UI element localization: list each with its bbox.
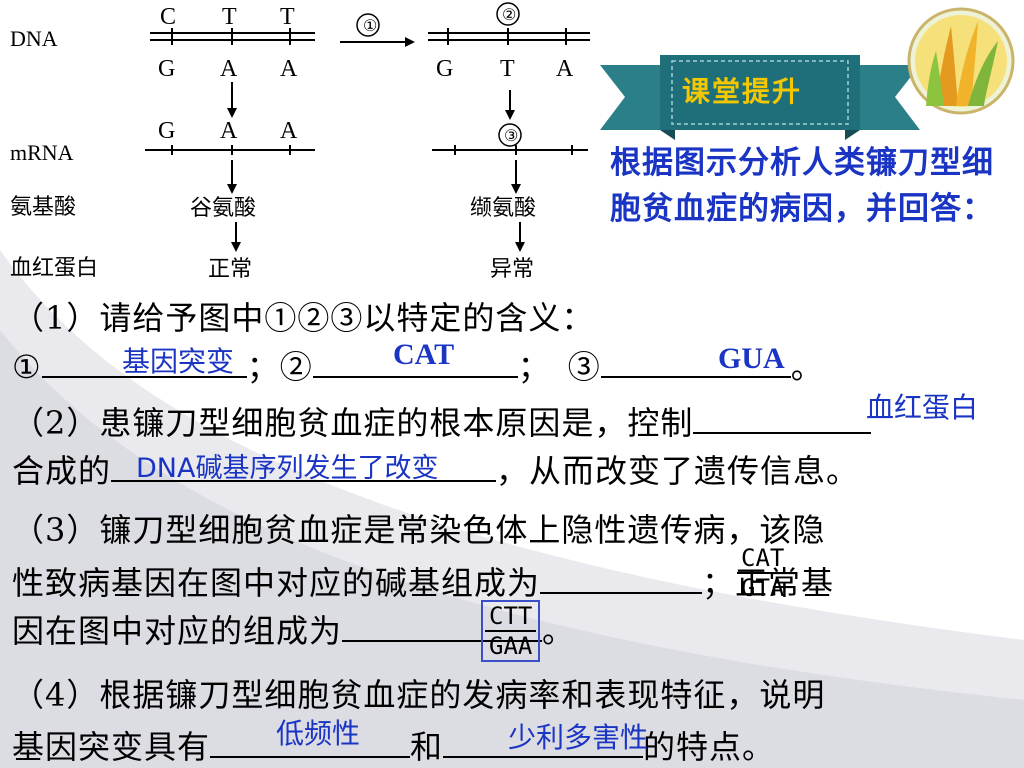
grass-logo-icon [907, 7, 1015, 115]
left-mrna-2: A [220, 118, 238, 144]
left-dna-bottom-2: A [220, 56, 238, 82]
q4-text-4: 的特点。 [643, 728, 776, 766]
q4-blank-2[interactable] [443, 722, 644, 758]
q2-line-1: （2）患镰刀型细胞贫血症的根本原因是，控制 [12, 398, 872, 443]
q4-line-2: 基因突变具有 和 的特点。 [12, 722, 775, 767]
q1-marker-2: ；② [246, 348, 313, 386]
q1-blank-3[interactable] [600, 342, 791, 378]
q1-answers-line: ① ；② ； ③ 。 [12, 342, 824, 387]
q2-text-1: （2）患镰刀型细胞贫血症的根本原因是，控制 [12, 404, 694, 442]
q2-blank-2[interactable] [111, 446, 497, 482]
step-marker-1: ① [363, 18, 377, 35]
q4-answer-1: 低频性 [276, 717, 361, 750]
q3-line-3: 因在图中对应的组成为 。 [12, 606, 575, 651]
q1-prompt: （1）请给予图中①②③以特定的含义： [12, 299, 595, 337]
q2-line-2: 合成的 ，从而改变了遗传信息。 [12, 446, 859, 491]
right-dna-bottom-3: A [556, 56, 574, 82]
left-dna [150, 28, 315, 45]
q3-line-1: （3）镰刀型细胞贫血症是常染色体上隐性遗传病，该隐 [12, 511, 826, 549]
q1-answer-1: 基因突变 [122, 345, 235, 378]
q2-text-3: ，从而改变了遗传信息。 [496, 452, 860, 490]
left-dna-bottom-3: A [280, 56, 298, 82]
q4-text-2: 基因突变具有 [12, 728, 211, 766]
q1-marker-3: ； ③ [517, 348, 601, 386]
q3-blank-1[interactable] [540, 558, 703, 594]
left-dna-bottom-1: G [158, 56, 175, 82]
q3-text-4: 因在图中对应的组成为 [12, 612, 343, 650]
q4-answer-2: 少利多害性 [508, 721, 649, 754]
left-dna-top-3: T [280, 4, 295, 30]
label-mrna: mRNA [10, 140, 74, 165]
label-dna: DNA [10, 26, 58, 51]
marker-2: ② [502, 7, 516, 24]
left-mrna-3: A [280, 118, 298, 144]
right-protein: 异常 [490, 257, 534, 282]
q3-answer-1-top: CAT [737, 544, 789, 574]
banner-ribbon [600, 55, 920, 140]
q1-answer-3: GUA [718, 342, 785, 375]
right-amino-acid: 缬氨酸 [470, 196, 536, 221]
q3-text-2: 性致病基因在图中对应的碱基组成为 [12, 564, 541, 602]
left-amino-acid: 谷氨酸 [190, 196, 256, 221]
q3-text-3: ；正常基 [702, 564, 835, 602]
q1-blank-2[interactable] [312, 342, 518, 378]
q4-text-3: 和 [410, 728, 444, 766]
q3-answer-2-bottom: GAA [489, 632, 533, 660]
marker-3: ③ [504, 128, 518, 145]
q4-line-1: （4）根据镰刀型细胞贫血症的发病率和表现特征，说明 [12, 676, 826, 714]
q3-answer-1-bottom: GTA [741, 574, 785, 602]
q3-answer-2: CTT GAA [481, 600, 541, 662]
q3-line-2: 性致病基因在图中对应的碱基组成为 ；正常基 [12, 558, 834, 603]
right-dna [428, 28, 590, 45]
mutation-diagram: DNA mRNA 氨基酸 血红蛋白 C T T G A A ① ② G T A [10, 2, 590, 282]
left-dna-top-2: T [222, 4, 237, 30]
q1-answer-2: CAT [393, 338, 455, 371]
q3-answer-2-top: CTT [485, 602, 537, 632]
q2-blank-1[interactable] [693, 398, 872, 434]
q4-blank-1[interactable] [210, 722, 411, 758]
q1-blank-1[interactable] [41, 342, 247, 378]
banner-title: 课堂提升 [682, 75, 803, 108]
label-amino-acid: 氨基酸 [10, 195, 76, 220]
q3-answer-1: CAT GTA [737, 544, 789, 602]
q3-text-5: 。 [542, 612, 576, 650]
q2-answer-2: DNA碱基序列发生了改变 [136, 453, 439, 484]
q1-marker-1: ① [12, 348, 42, 386]
left-protein: 正常 [208, 257, 252, 282]
right-dna-bottom-1: G [436, 56, 453, 82]
left-dna-top-1: C [160, 4, 176, 30]
q2-text-2: 合成的 [12, 452, 112, 490]
q1-end: 。 [790, 348, 824, 386]
left-mrna-1: G [158, 118, 175, 144]
label-hemoglobin: 血红蛋白 [10, 256, 98, 281]
q2-answer-1: 血红蛋白 [866, 391, 979, 424]
q3-blank-2[interactable] [342, 606, 543, 642]
intro-text: 根据图示分析人类镰刀型细胞贫血症的病因，并回答： [610, 145, 994, 227]
right-dna-bottom-2: T [500, 56, 515, 82]
